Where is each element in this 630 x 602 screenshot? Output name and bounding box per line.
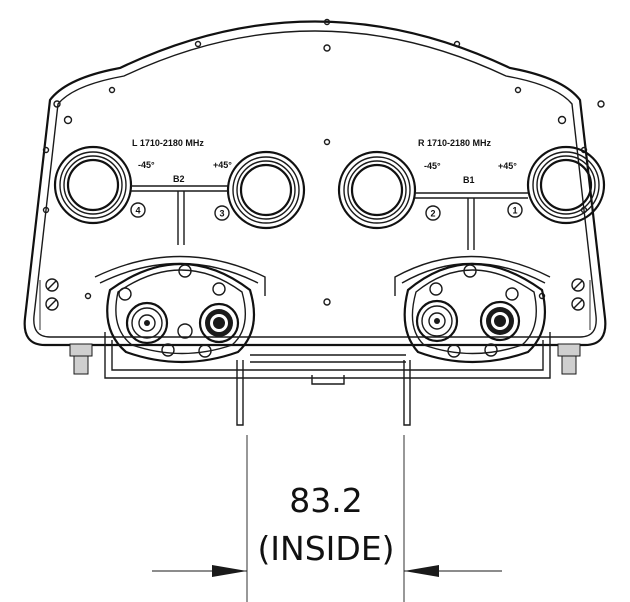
right-band-label: R 1710-2180 MHz <box>418 138 492 148</box>
right-branch-label: B1 <box>463 175 475 185</box>
right-pol-minus-label: -45° <box>424 161 441 171</box>
port-ring-2 <box>337 150 417 230</box>
port-1-badge <box>507 202 523 218</box>
left-connector-block <box>94 255 266 364</box>
side-screws <box>45 278 585 311</box>
port-2-badge <box>425 205 441 221</box>
port-ring-3 <box>226 150 306 230</box>
right-connector-block <box>394 255 551 364</box>
left-branch-label: B2 <box>173 174 185 184</box>
antenna-housing-outline <box>23 20 607 347</box>
mounting-holes <box>42 18 605 306</box>
port-routing-lines <box>131 185 528 250</box>
left-pol-minus-label: -45° <box>138 160 155 170</box>
port-ring-4 <box>53 145 133 225</box>
mounting-bracket <box>104 332 551 426</box>
port-4-number: 4 <box>135 206 140 216</box>
port-ring-1 <box>526 145 606 225</box>
dimension-annotation <box>152 435 502 602</box>
port-1-number: 1 <box>512 206 517 216</box>
port-2-number: 2 <box>430 209 435 219</box>
dimension-note: (INSIDE) <box>257 529 394 568</box>
left-band-label: L 1710-2180 MHz <box>132 138 204 148</box>
left-pol-plus-label: +45° <box>213 160 232 170</box>
dimension-value: 83.2 <box>289 481 362 520</box>
port-4-badge <box>130 202 146 218</box>
bottom-bolts <box>69 343 581 375</box>
port-3-badge <box>214 205 230 221</box>
right-pol-plus-label: +45° <box>498 161 517 171</box>
port-3-number: 3 <box>219 209 224 219</box>
